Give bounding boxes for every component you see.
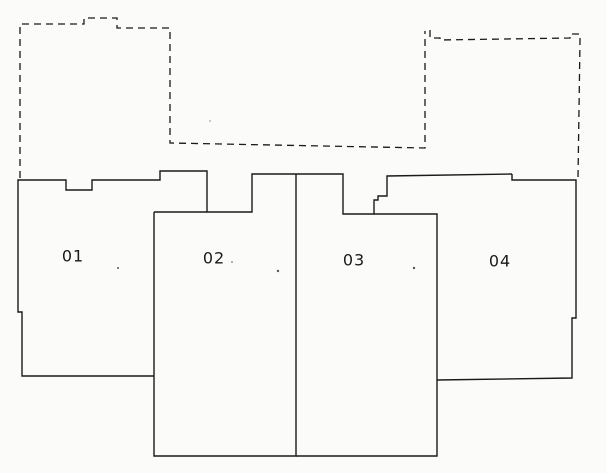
scan-speck xyxy=(209,120,211,122)
dashed-outline-right xyxy=(429,30,581,179)
unit-04-label: 04 xyxy=(489,252,511,271)
scan-speck xyxy=(117,267,119,269)
unit-01-outline xyxy=(17,170,296,377)
unit-03-outline xyxy=(296,173,513,215)
scan-speck xyxy=(276,269,280,273)
dashed-outline-left xyxy=(19,17,426,178)
unit-02-outline xyxy=(153,174,297,457)
unit-03-label: 03 xyxy=(343,251,365,270)
scan-speck xyxy=(231,261,233,263)
unit-01-label: 01 xyxy=(62,247,84,266)
scan-speck xyxy=(412,266,416,270)
unit-03-body xyxy=(296,213,438,457)
unit-04-outline xyxy=(436,174,577,381)
unit-02-label: 02 xyxy=(203,249,225,268)
